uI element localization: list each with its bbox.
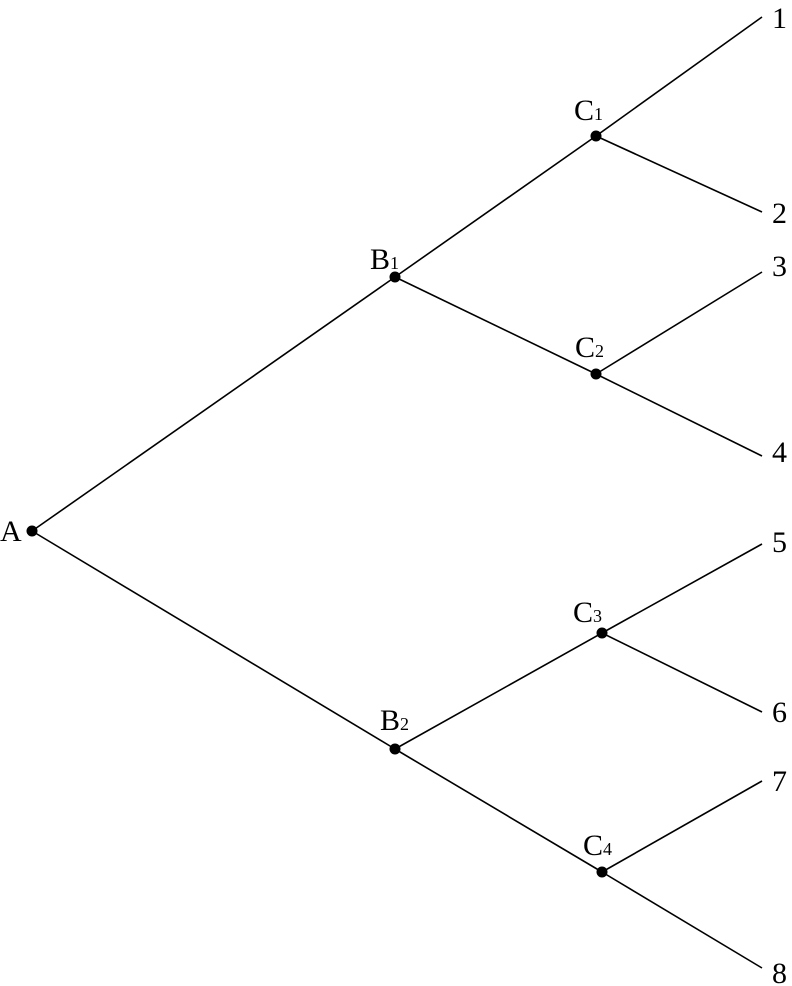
node-dot-c4 bbox=[596, 866, 608, 878]
node-dot-c2 bbox=[590, 368, 602, 380]
node-label-subscript: 1 bbox=[390, 253, 399, 273]
node-label-letter: C bbox=[573, 596, 593, 629]
edge-c3-6 bbox=[601, 632, 763, 713]
leaf-label-7: 7 bbox=[772, 765, 787, 798]
node-label-subscript: 3 bbox=[593, 606, 602, 626]
node-label-letter: C bbox=[583, 829, 603, 862]
node-label-b2: B2 bbox=[380, 704, 409, 737]
node-label-letter: B bbox=[370, 243, 390, 276]
node-label-c2: C2 bbox=[575, 331, 604, 364]
node-label-b1: B1 bbox=[370, 243, 399, 276]
edge-c4-7 bbox=[601, 780, 763, 873]
node-label-c1: C1 bbox=[574, 94, 603, 127]
leaf-label-2: 2 bbox=[772, 197, 787, 230]
edge-c1-2 bbox=[595, 135, 763, 213]
edge-b1-c1 bbox=[394, 135, 597, 278]
edges-layer bbox=[31, 16, 763, 969]
node-dot-c1 bbox=[590, 130, 602, 142]
edge-c2-3 bbox=[595, 271, 763, 375]
node-dot-a bbox=[26, 525, 38, 537]
leaf-label-3: 3 bbox=[772, 250, 787, 283]
edge-a-b2 bbox=[31, 530, 396, 750]
edge-a-b1 bbox=[31, 276, 396, 532]
node-label-subscript: 2 bbox=[400, 714, 409, 734]
leaf-label-5: 5 bbox=[772, 526, 787, 559]
node-label-c4: C4 bbox=[583, 829, 612, 862]
edge-c1-1 bbox=[595, 16, 763, 137]
edge-b2-c3 bbox=[394, 632, 603, 750]
node-label-a: A bbox=[0, 515, 22, 548]
leaf-label-1: 1 bbox=[772, 2, 787, 35]
node-label-letter: C bbox=[575, 331, 595, 364]
edge-c4-8 bbox=[601, 871, 763, 969]
leaf-label-8: 8 bbox=[772, 957, 787, 986]
edge-c2-4 bbox=[595, 373, 763, 457]
edge-b1-c2 bbox=[394, 276, 597, 375]
leaf-label-4: 4 bbox=[772, 436, 787, 469]
node-label-subscript: 4 bbox=[603, 839, 612, 859]
node-label-letter: A bbox=[0, 515, 22, 548]
edge-c3-5 bbox=[601, 543, 763, 634]
node-label-subscript: 1 bbox=[594, 104, 603, 124]
node-dot-b2 bbox=[389, 743, 401, 755]
node-label-letter: B bbox=[380, 704, 400, 737]
node-label-letter: C bbox=[574, 94, 594, 127]
node-dot-c3 bbox=[596, 627, 608, 639]
leaf-label-6: 6 bbox=[772, 696, 787, 729]
node-label-subscript: 2 bbox=[595, 341, 604, 361]
nodes-layer bbox=[26, 130, 608, 878]
node-dot-b1 bbox=[389, 271, 401, 283]
edge-b2-c4 bbox=[394, 748, 603, 873]
node-label-c3: C3 bbox=[573, 596, 602, 629]
